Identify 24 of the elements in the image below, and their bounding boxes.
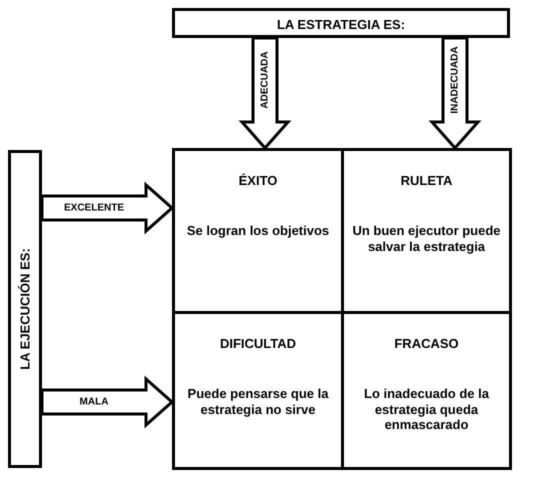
edge-label: INADECUADA xyxy=(450,46,460,114)
block-arrow xyxy=(40,376,174,428)
block-arrow xyxy=(428,36,482,150)
heading-text: LA ESTRATEGIA ES: xyxy=(276,17,406,32)
block-arrow xyxy=(40,182,174,234)
matrix-cell xyxy=(341,148,512,314)
body-text: Un buen ejecutor puede salvar la estrategia xyxy=(352,223,502,254)
block-arrow xyxy=(238,36,292,150)
edge-label: EXCELENTE xyxy=(64,202,124,214)
heading-text: RULETA xyxy=(400,173,454,188)
matrix-cell xyxy=(341,311,512,470)
heading-text: ÉXITO xyxy=(238,173,278,188)
matrix-cell xyxy=(172,148,344,314)
heading-text: DIFICULTAD xyxy=(218,336,298,351)
matrix-cell xyxy=(172,311,344,470)
heading-text: FRACASO xyxy=(393,336,460,351)
edge-label: ADECUADA xyxy=(260,51,270,109)
heading-text: LA EJECUCIÓN ES: xyxy=(18,248,32,370)
header-bar xyxy=(172,8,510,38)
side-bar xyxy=(8,150,42,468)
edge-label: MALA xyxy=(80,396,108,408)
body-text: Puede pensarse que la estrategia no sirve xyxy=(186,386,330,418)
body-text: Se logran los objetivos xyxy=(186,223,330,239)
body-text: Lo inadecuado de la estrategia queda enmascarado xyxy=(363,386,490,433)
